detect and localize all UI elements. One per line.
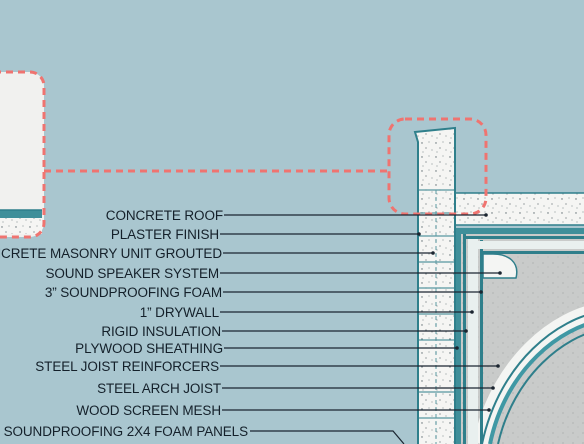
label-steel-arch-joist: STEEL ARCH JOIST <box>97 381 221 396</box>
label-wood-screen-mesh: WOOD SCREEN MESH <box>76 403 221 418</box>
label-concrete-roof: CONCRETE ROOF <box>105 208 223 223</box>
left-detail-bubble <box>0 70 46 239</box>
concrete-roof-slab <box>455 192 584 226</box>
masonry-wall <box>413 126 456 444</box>
label-plaster-finish: PLASTER FINISH <box>110 227 219 242</box>
label-rigid-insulation: RIGID INSULATION <box>101 324 221 339</box>
label-plywood-sheathing: PLYWOOD SHEATHING <box>75 341 223 356</box>
label-foam-panels: 3” SOUNDPROOFING 2X4 FOAM PANELS <box>0 424 248 439</box>
label-drywall: 1” DRYWALL <box>139 305 219 320</box>
label-steel-joist-reinforcers: STEEL JOIST REINFORCERS <box>35 359 219 374</box>
label-soundproofing-foam: 3” SOUNDPROOFING FOAM <box>44 285 222 300</box>
leader-lines <box>220 213 502 444</box>
inner-lining-layers <box>455 228 584 444</box>
label-sound-speaker-system: SOUND SPEAKER SYSTEM <box>45 266 219 281</box>
label-cmu-grouted: CONCRETE MASONRY UNIT GROUTED <box>0 246 222 261</box>
leader-foam-panels <box>250 430 405 444</box>
right-detail-callout <box>387 117 488 216</box>
arch-interior <box>460 228 584 444</box>
